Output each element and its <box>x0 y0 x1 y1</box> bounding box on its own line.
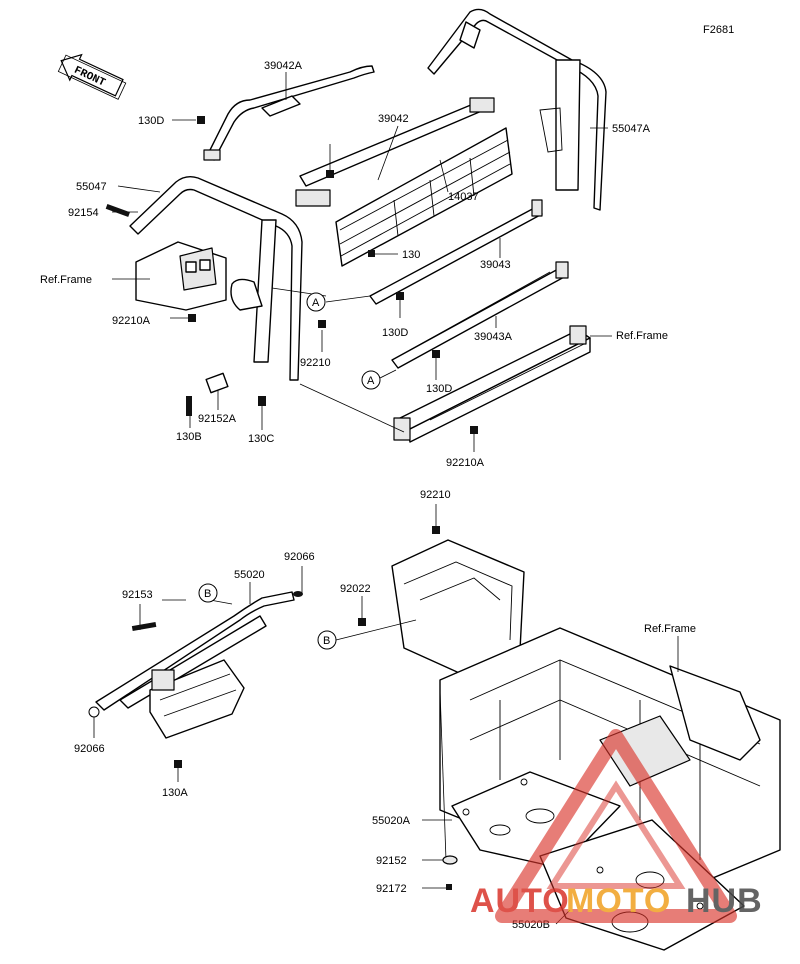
part-label: 92066 <box>74 743 105 755</box>
leader-lines-upper <box>112 72 612 452</box>
part-label: 39043A <box>474 331 513 343</box>
svg-text:B: B <box>204 588 211 600</box>
part-labels: 39042A 130D 39042 55047A 55047 92154 140… <box>40 60 696 931</box>
part-label: 130D <box>382 327 408 339</box>
watermark-moto: MOTO <box>566 882 671 920</box>
ref-mark-a-lower: A <box>361 370 381 390</box>
figure-id: F2681 <box>703 24 734 36</box>
part-label: 55020 <box>234 569 265 581</box>
part-label: Ref.Frame <box>616 330 668 342</box>
part-label: 92210 <box>420 489 451 501</box>
part-label: 92152A <box>198 413 237 425</box>
fasteners-upper <box>105 116 478 434</box>
watermark-auto: AUTO <box>470 882 570 920</box>
lower-rail <box>393 325 591 443</box>
part-label: 92022 <box>340 583 371 595</box>
brace-39043 <box>369 199 543 305</box>
ref-mark-b-lower: B <box>317 630 337 650</box>
part-label: 55020A <box>372 815 411 827</box>
part-label: 92210A <box>446 457 485 469</box>
part-label: 92210A <box>112 315 151 327</box>
part-label: 130D <box>426 383 452 395</box>
part-label: 55047 <box>76 181 107 193</box>
part-label: 92154 <box>68 207 99 219</box>
part-label: 130 <box>402 249 420 261</box>
front-roll-bar <box>129 175 303 381</box>
ref-mark-b-upper: B <box>198 583 218 603</box>
brace-39043a <box>391 261 569 369</box>
part-label: Ref.Frame <box>644 623 696 635</box>
brace-39042 <box>295 97 495 207</box>
ref-frame-bracket-left <box>135 241 227 311</box>
rear-roll-bar <box>427 8 607 211</box>
part-label: 92153 <box>122 589 153 601</box>
part-label: 55047A <box>612 123 651 135</box>
svg-text:A: A <box>312 297 320 309</box>
svg-text:A: A <box>367 375 375 387</box>
part-label: 130A <box>162 787 188 799</box>
part-label: 92210 <box>300 357 331 369</box>
brace-39042a <box>203 65 375 161</box>
watermark-logo: AUTO MOTO HUB <box>470 729 763 923</box>
part-label: 130B <box>176 431 202 443</box>
part-label: 130C <box>248 433 274 445</box>
front-bumper-55020 <box>95 591 295 739</box>
part-label: Ref.Frame <box>40 274 92 286</box>
part-label: 14037 <box>448 191 479 203</box>
watermark-hub: HUB <box>686 882 763 920</box>
part-label: 39043 <box>480 259 511 271</box>
part-label: 130D <box>138 115 164 127</box>
part-label: 92172 <box>376 883 407 895</box>
part-label: 92152 <box>376 855 407 867</box>
front-arrow-icon: FRONT <box>57 53 127 100</box>
ref-mark-a-upper: A <box>306 292 326 312</box>
svg-text:B: B <box>323 635 330 647</box>
part-label: 39042 <box>378 113 409 125</box>
part-label: 39042A <box>264 60 303 72</box>
part-label: 92066 <box>284 551 315 563</box>
cargo-panel-14037 <box>335 127 513 267</box>
fasteners-lower <box>88 526 458 890</box>
